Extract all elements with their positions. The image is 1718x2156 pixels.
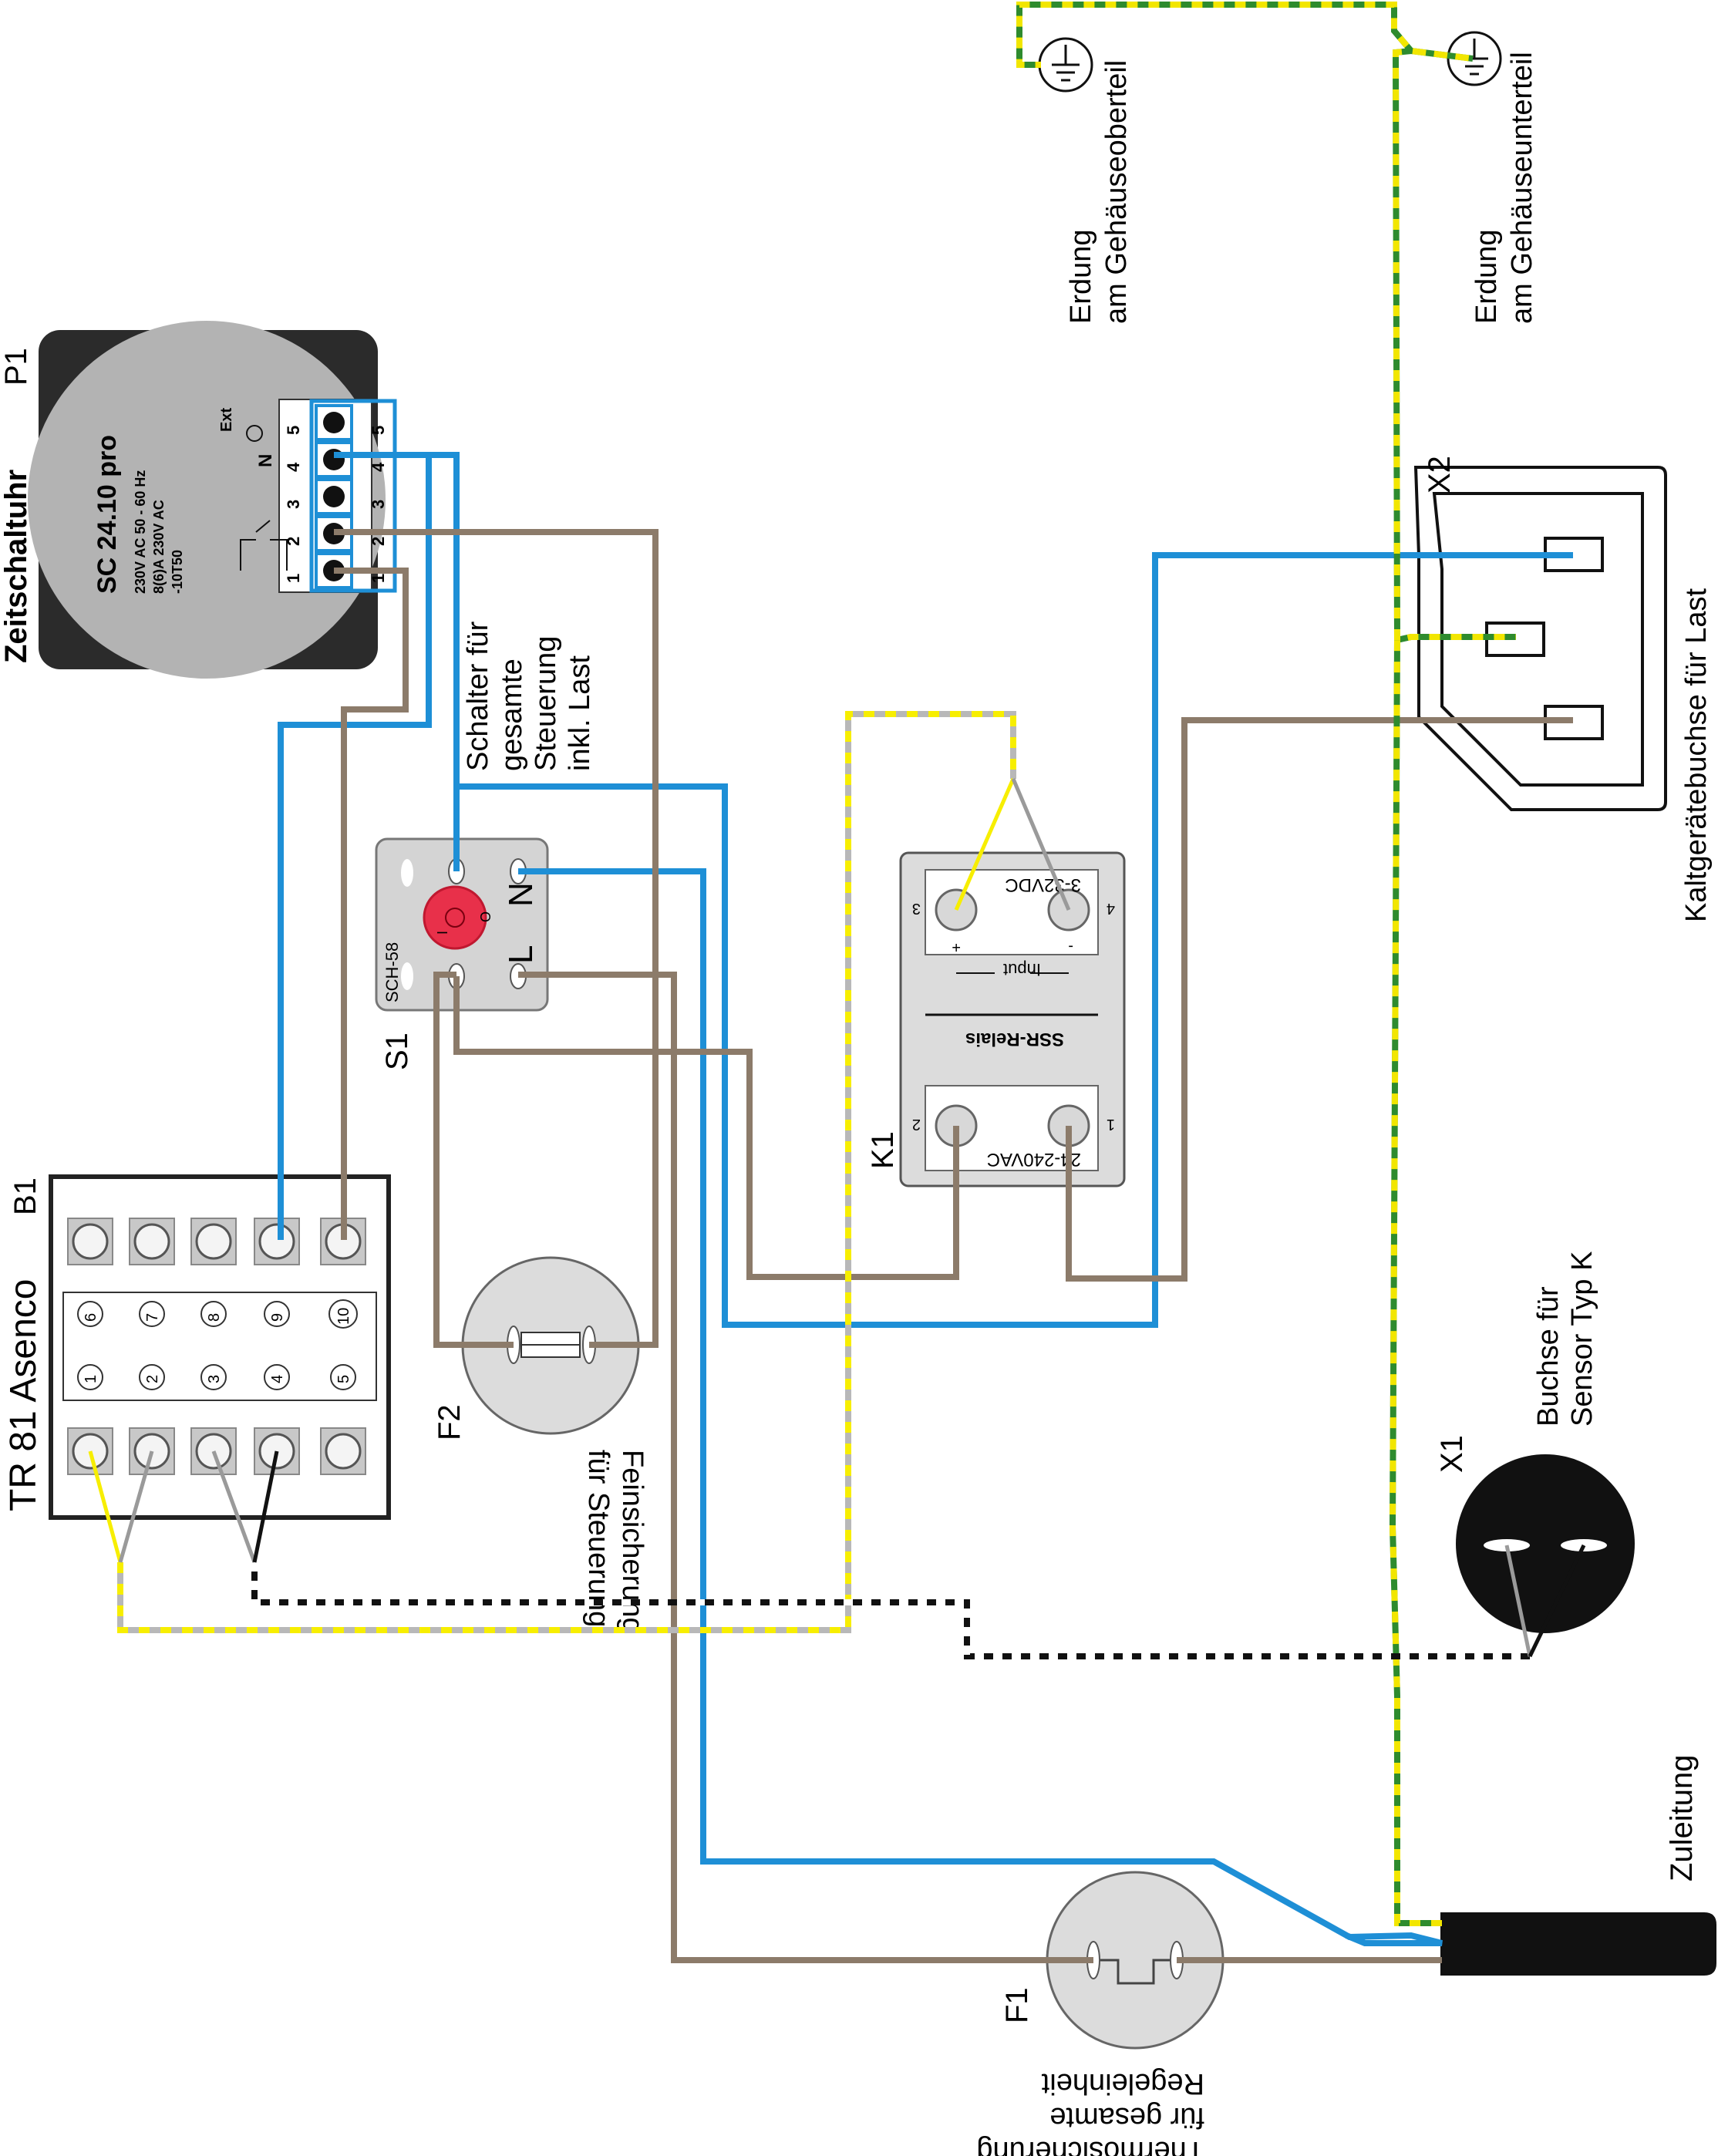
- svg-text:Schalter für: Schalter für: [462, 621, 494, 771]
- earth-top-label-1: Erdung: [1065, 229, 1097, 324]
- controller-number-circles: 6 7 8 9 10 1 2 3 4 5: [77, 1299, 358, 1390]
- timer-ext-label: Ext: [218, 408, 235, 432]
- svg-text:2: 2: [284, 537, 303, 546]
- switch-pin-n: N: [502, 882, 540, 907]
- earth-bottom-label-1: Erdung: [1470, 229, 1503, 324]
- socket-x2: X2 Kaltgerätebuchse für Last: [1413, 456, 1713, 922]
- relay-pin3: 3: [912, 900, 921, 917]
- wire-thermocouple: [88, 711, 1586, 1659]
- svg-text:1: 1: [83, 1375, 99, 1383]
- sensor-socket-label: Buchse für Sensor Typ K: [1532, 1251, 1598, 1427]
- socket-label: Kaltgerätebuchse für Last: [1680, 588, 1713, 922]
- svg-text:3: 3: [284, 500, 303, 509]
- switch-pos-on: I: [435, 931, 450, 935]
- relay-input-voltage: 3-32VDC: [1005, 874, 1081, 895]
- svg-text:Thermosicherung: Thermosicherung: [976, 2135, 1204, 2156]
- svg-text:Sensor Typ K: Sensor Typ K: [1566, 1251, 1598, 1427]
- wire-earth: [1016, 2, 1516, 1926]
- earth-bottom-label-2: am Gehäuseunterteil: [1506, 52, 1538, 324]
- svg-text:für Steuerung: für Steuerung: [582, 1450, 615, 1627]
- relay-pin4: 4: [1107, 900, 1115, 917]
- thermo-fuse-ref: F1: [1000, 1987, 1034, 2023]
- thermo-fuse-f1: F1 Thermosicherung für gesamte Regeleinh…: [976, 1871, 1224, 2156]
- svg-text:8: 8: [206, 1313, 223, 1322]
- controller-ref: B1: [8, 1177, 42, 1215]
- supply-cable: Zuleitung: [1440, 1754, 1716, 1976]
- fine-fuse-label: Feinsicherung für Steuerung: [582, 1450, 648, 1634]
- svg-text:1: 1: [369, 574, 388, 583]
- svg-text:6: 6: [83, 1313, 99, 1322]
- timer-p1: SC 24.10 pro 230V AC 50 - 60 Hz 8(6)A 23…: [0, 321, 397, 679]
- relay-pin1: 1: [1107, 1116, 1115, 1133]
- switch-pin-l: L: [502, 945, 540, 964]
- svg-text:3: 3: [369, 500, 388, 509]
- socket-ref: X2: [1423, 456, 1457, 494]
- rocker-switch-icon: [423, 885, 487, 950]
- svg-text:inkl. Last: inkl. Last: [564, 655, 596, 771]
- svg-text:9: 9: [269, 1313, 286, 1322]
- relay-plus: +: [952, 938, 961, 955]
- svg-text:1: 1: [284, 574, 303, 583]
- svg-text:Steuerung: Steuerung: [530, 636, 562, 771]
- svg-text:2: 2: [144, 1375, 161, 1383]
- timer-spec-3: -10T50: [170, 550, 185, 594]
- svg-text:7: 7: [144, 1313, 161, 1322]
- switch-model: SCH-58: [382, 942, 402, 1002]
- controller-b1: 6 7 8 9 10 1 2 3 4 5 TR 81 Asenco B1: [3, 1174, 391, 1520]
- svg-text:3: 3: [206, 1375, 223, 1383]
- relay-input-label: Input: [1003, 960, 1041, 979]
- supply-label: Zuleitung: [1665, 1754, 1699, 1881]
- svg-text:5: 5: [369, 426, 388, 435]
- svg-text:5: 5: [284, 426, 303, 435]
- fine-fuse-ref: F2: [433, 1404, 467, 1440]
- svg-text:Regeleinheit: Regeleinheit: [1041, 2067, 1204, 2100]
- switch-ref: S1: [380, 1033, 414, 1070]
- switch-pos-off: O: [478, 911, 494, 922]
- relay-pin2: 2: [912, 1116, 921, 1133]
- fuse-icon: [1093, 1959, 1177, 1985]
- svg-text:Buchse für: Buchse für: [1532, 1286, 1565, 1427]
- svg-text:4: 4: [369, 462, 388, 472]
- svg-text:Feinsicherung: Feinsicherung: [616, 1450, 648, 1634]
- controller-name: TR 81 Asenco: [3, 1279, 44, 1512]
- fine-fuse-f2: F2 Feinsicherung für Steuerung: [433, 1256, 648, 1634]
- relay-minus: -: [1068, 938, 1073, 955]
- timer-outer-numbers: 1 2 3 4 5: [369, 426, 388, 583]
- timer-ref: P1: [0, 348, 33, 386]
- earth-top-label-2: am Gehäuseoberteil: [1100, 60, 1133, 324]
- switch-label: Schalter für gesamte Steuerung inkl. Las…: [462, 621, 596, 771]
- earth-bottom: Erdung am Gehäuseunterteil: [1447, 31, 1538, 324]
- ground-icon: [1052, 45, 1080, 82]
- relay-ref: K1: [866, 1131, 900, 1169]
- timer-spec-1: 230V AC 50 - 60 Hz: [133, 470, 148, 594]
- svg-text:4: 4: [269, 1375, 286, 1383]
- sensor-socket-ref: X1: [1435, 1435, 1469, 1473]
- timer-spec-2: 8(6)A 230V AC: [151, 500, 167, 594]
- relay-name: SSR-Relais: [965, 1029, 1064, 1049]
- wire-neutral: [278, 452, 1573, 1946]
- relay-k1: Input SSR-Relais 3-32VDC 24-240VAC 3 4 1…: [866, 851, 1126, 1187]
- timer-name: Zeitschaltuhr: [0, 470, 33, 663]
- svg-text:4: 4: [284, 462, 303, 472]
- earth-top: Erdung am Gehäuseoberteil: [1038, 37, 1133, 324]
- timer-n-label: N: [255, 454, 276, 467]
- sensor-socket-x1: X1 Buchse für Sensor Typ K: [1435, 1251, 1635, 1633]
- wire-phase: [334, 529, 1573, 1963]
- thermo-fuse-label: Thermosicherung für gesamte Regeleinheit: [976, 2067, 1204, 2156]
- timer-model: SC 24.10 pro: [93, 435, 122, 594]
- clock-icon: [246, 425, 263, 442]
- svg-text:gesamte: gesamte: [496, 659, 528, 771]
- controller-bottom-screws: [67, 1427, 366, 1475]
- svg-text:10: 10: [335, 1308, 352, 1325]
- svg-text:5: 5: [335, 1375, 352, 1383]
- relay-output-voltage: 24-240VAC: [987, 1149, 1081, 1170]
- controller-top-screws: [67, 1218, 366, 1265]
- timer-inner-numbers: 1 2 3 4 5: [284, 426, 303, 583]
- switch-s1: SCH-58 N L I O Schalter für gesamte Steu…: [375, 621, 596, 1070]
- svg-text:für gesamte: für gesamte: [1049, 2101, 1204, 2134]
- svg-text:2: 2: [369, 537, 388, 546]
